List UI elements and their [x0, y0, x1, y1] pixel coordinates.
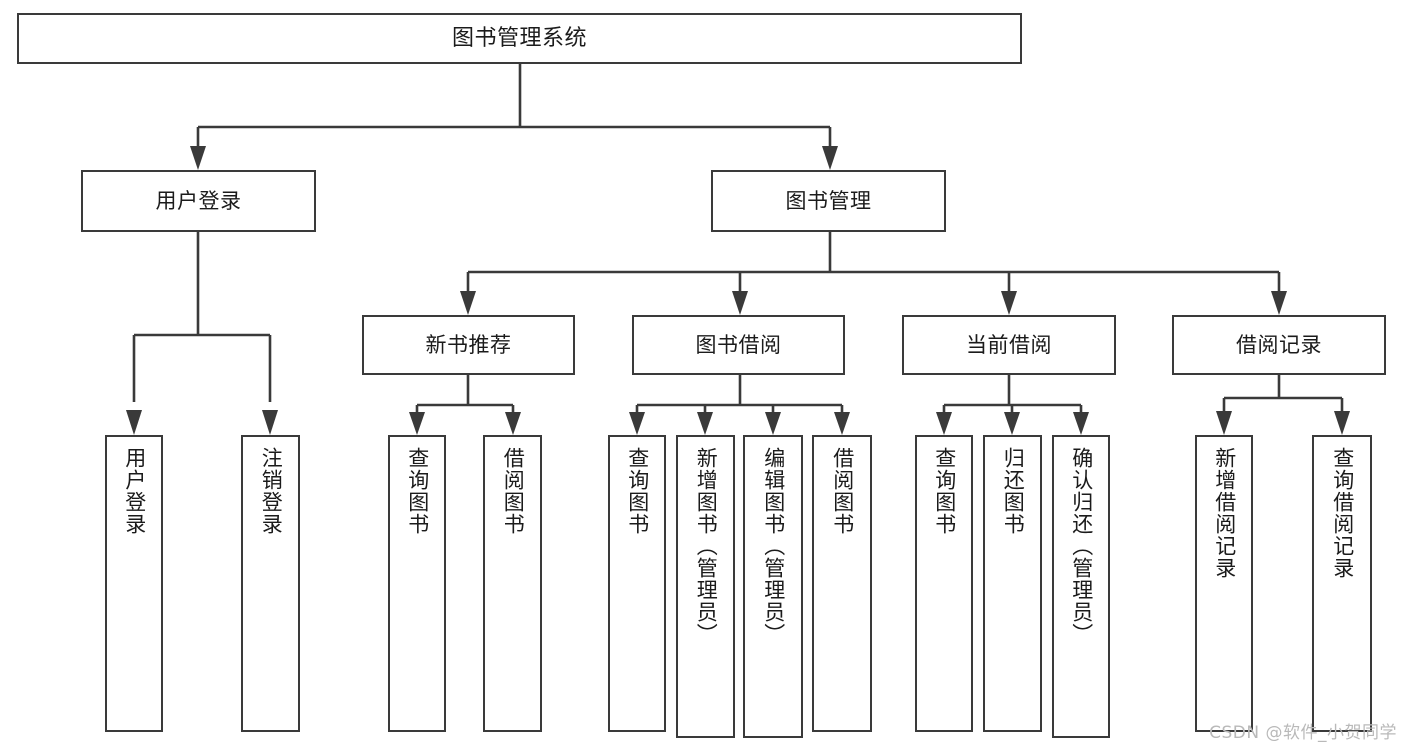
- node-label: 当前借阅: [966, 332, 1052, 357]
- leaf-borrow-record-add[interactable]: 新增借阅记录: [1195, 435, 1253, 732]
- node-label: 图书借阅: [695, 332, 782, 357]
- node-label: 图书管理系统: [451, 25, 587, 51]
- leaf-new-book-query[interactable]: 查询图书: [388, 435, 446, 732]
- leaf-borrow-record-query[interactable]: 查询借阅记录: [1312, 435, 1372, 732]
- leaf-book-borrow-add[interactable]: 新增图书（管理员）: [676, 435, 735, 738]
- leaf-book-borrow-borrow[interactable]: 借阅图书: [812, 435, 872, 732]
- node-new-book-recommend[interactable]: 新书推荐: [362, 315, 575, 375]
- node-label: 新增图书（管理员）: [694, 447, 719, 645]
- watermark: CSDN @软件_小贺同学: [1209, 723, 1397, 743]
- leaf-book-borrow-edit[interactable]: 编辑图书（管理员）: [743, 435, 803, 738]
- node-label: 归还图书: [1001, 447, 1026, 535]
- node-label: 图书管理: [785, 188, 872, 213]
- node-label: 编辑图书（管理员）: [761, 447, 786, 645]
- node-label: 查询图书: [932, 447, 957, 535]
- leaf-current-borrow-return[interactable]: 归还图书: [983, 435, 1042, 732]
- node-user-login[interactable]: 用户登录: [81, 170, 316, 232]
- node-book-management[interactable]: 图书管理: [711, 170, 946, 232]
- node-label: 用户登录: [122, 447, 147, 535]
- node-label: 查询借阅记录: [1330, 447, 1355, 579]
- node-label: 用户登录: [155, 188, 242, 213]
- node-label: 借阅图书: [501, 447, 526, 535]
- node-label: 查询图书: [625, 447, 650, 535]
- leaf-new-book-borrow[interactable]: 借阅图书: [483, 435, 542, 732]
- node-label: 查询图书: [405, 447, 430, 535]
- node-label: 借阅图书: [830, 447, 855, 535]
- node-borrow-record[interactable]: 借阅记录: [1172, 315, 1386, 375]
- node-label: 新书推荐: [425, 332, 512, 357]
- node-current-borrow[interactable]: 当前借阅: [902, 315, 1116, 375]
- node-label: 新增借阅记录: [1212, 447, 1237, 579]
- leaf-book-borrow-query[interactable]: 查询图书: [608, 435, 666, 732]
- leaf-user-login-signout[interactable]: 注销登录: [241, 435, 300, 732]
- node-label: 确认归还（管理员）: [1069, 447, 1094, 645]
- leaf-current-borrow-confirm-return[interactable]: 确认归还（管理员）: [1052, 435, 1110, 738]
- node-label: 借阅记录: [1236, 332, 1322, 357]
- leaf-current-borrow-query[interactable]: 查询图书: [915, 435, 973, 732]
- node-root-system[interactable]: 图书管理系统: [17, 13, 1022, 64]
- node-label: 注销登录: [259, 447, 284, 535]
- leaf-user-login-signin[interactable]: 用户登录: [105, 435, 163, 732]
- node-book-borrow[interactable]: 图书借阅: [632, 315, 845, 375]
